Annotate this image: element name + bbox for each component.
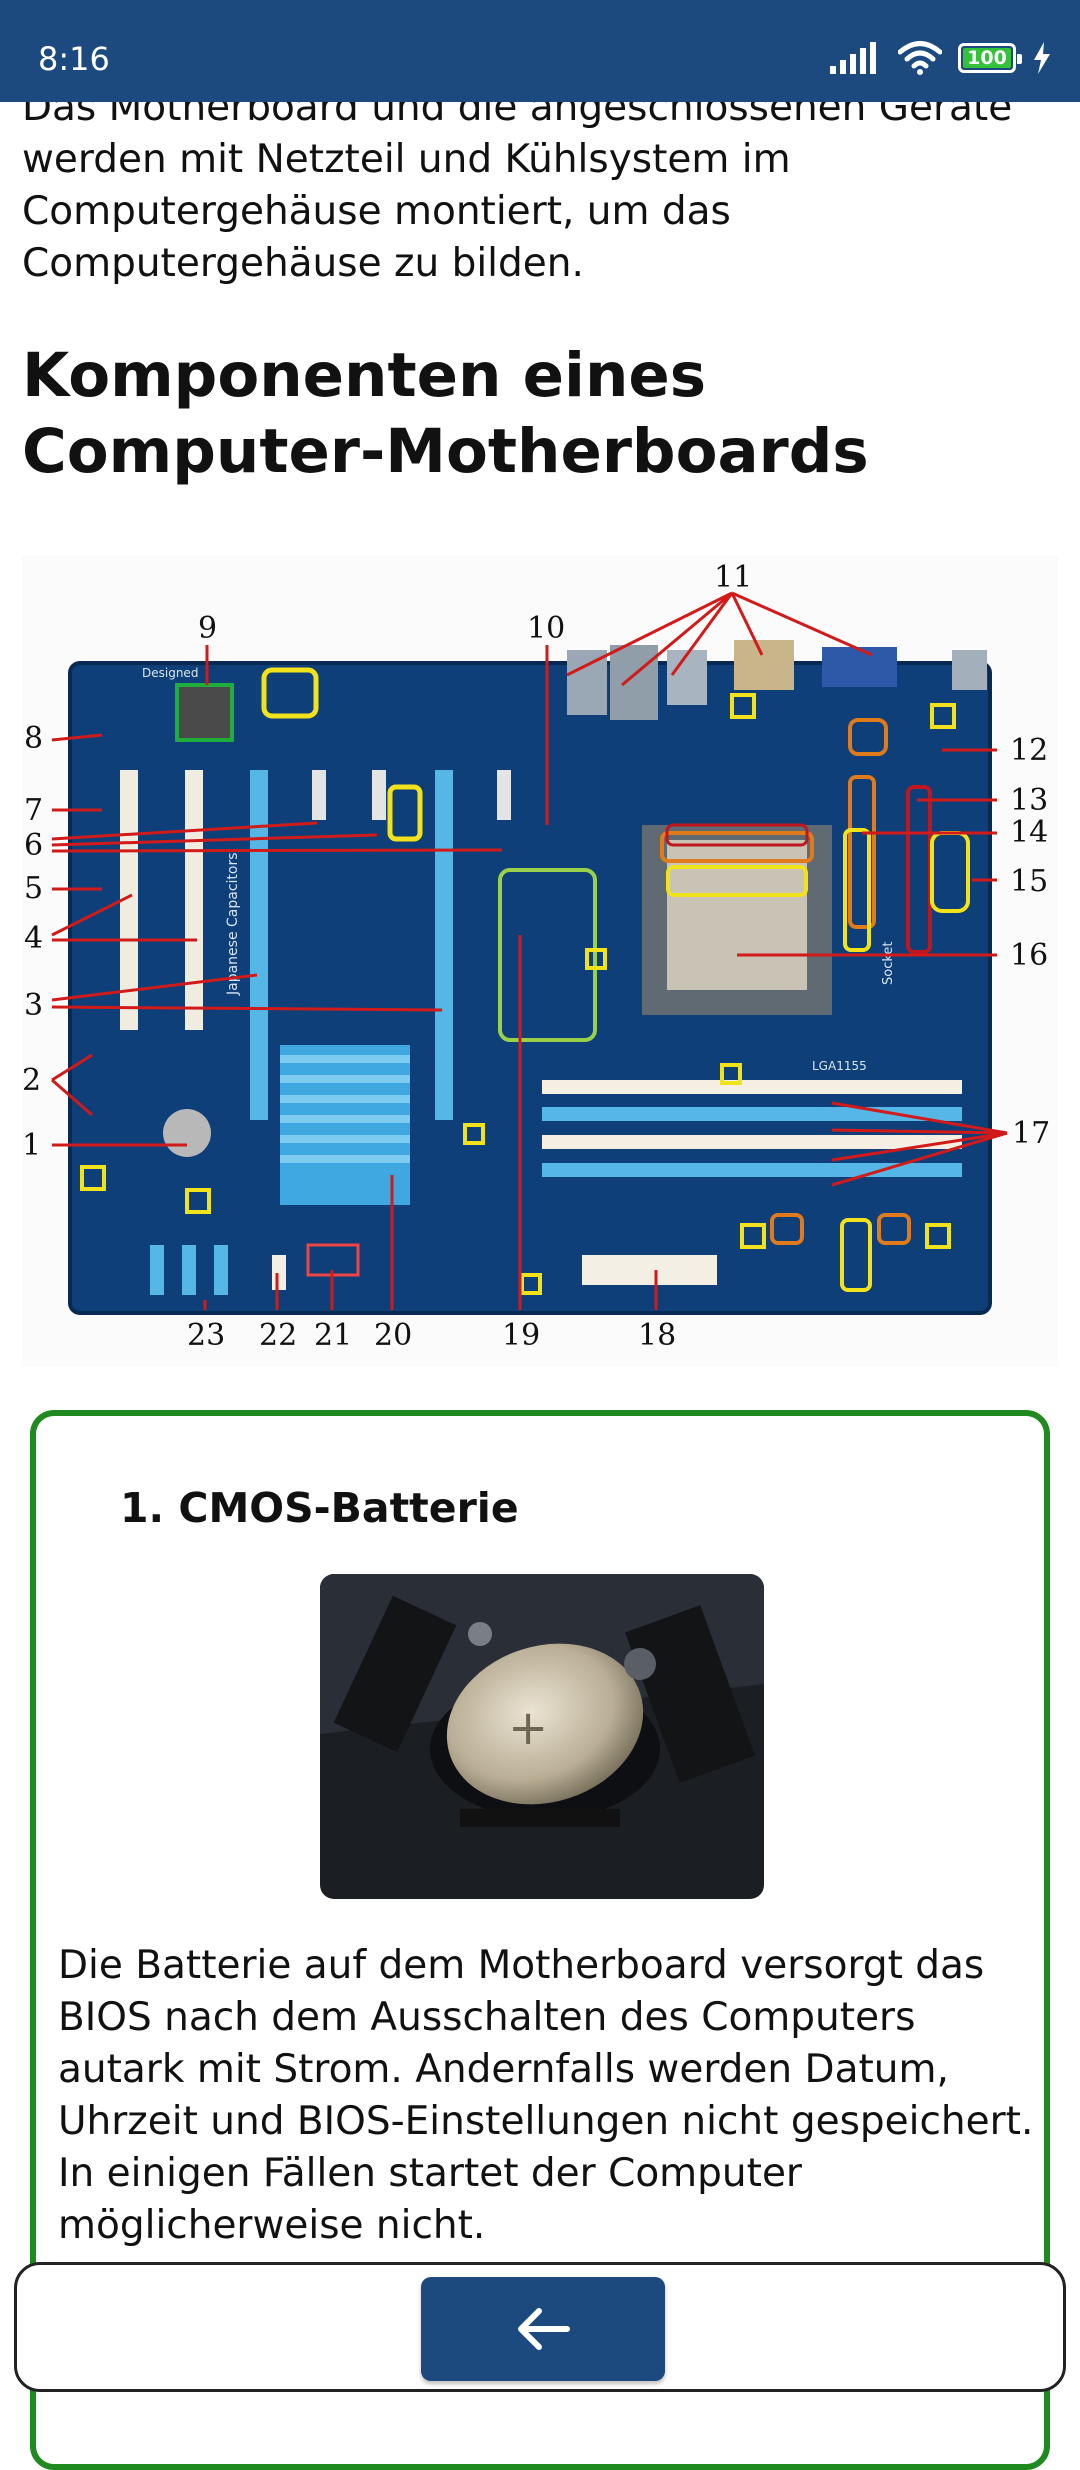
label-16: 16 [1010,938,1048,973]
label-4: 4 [24,921,43,956]
wifi-icon [898,41,942,75]
label-17: 17 [1012,1116,1050,1151]
motherboard-diagram-svg: Japanese Capacitors Socket LGA1155 Desig… [22,560,1050,1353]
label-2: 2 [22,1063,41,1098]
label-10: 10 [527,611,565,646]
status-time: 8:16 [38,40,110,78]
board-text-lga: LGA1155 [812,1059,867,1073]
label-15: 15 [1010,864,1048,899]
label-18: 18 [638,1318,676,1353]
cmos-battery-image: + [320,1574,764,1899]
battery-icon: 100 [958,43,1022,73]
board-text-socket: Socket [881,941,896,985]
back-button[interactable] [421,2277,665,2381]
section-heading: Komponenten eines Computer-Motherboards [22,340,869,487]
label-19: 19 [502,1318,540,1353]
label-1: 1 [22,1128,41,1163]
signal-icon [830,42,876,74]
label-13: 13 [1010,783,1048,818]
label-20: 20 [374,1318,412,1353]
label-23: 23 [187,1318,225,1353]
motherboard-diagram: Japanese Capacitors Socket LGA1155 Desig… [22,555,1058,1367]
label-5: 5 [24,871,43,906]
svg-text:+: + [508,1700,548,1756]
label-7: 7 [24,793,43,828]
label-9: 9 [198,611,217,646]
label-12: 12 [1010,733,1048,768]
label-8: 8 [24,721,43,756]
label-3: 3 [24,988,43,1023]
label-11: 11 [714,560,752,595]
intro-paragraph: Das Motherboard und die angeschlossenen … [22,85,1013,286]
board-text-capacitors: Japanese Capacitors [225,852,241,996]
bottom-nav [14,2262,1066,2392]
battery-level: 100 [967,47,1007,69]
status-bar: 8:16 100 [0,0,1080,102]
card-title: 1. CMOS-Batterie [120,1484,519,1532]
label-21: 21 [314,1318,352,1353]
back-arrow-icon [518,2308,570,2350]
charging-icon [1034,42,1050,74]
label-6: 6 [24,828,43,863]
board-text-designed: Designed [142,666,198,680]
status-icons: 100 [830,40,1052,76]
label-14: 14 [1010,815,1048,850]
card-description: Die Batterie auf dem Motherboard versorg… [58,1943,1034,2248]
label-22: 22 [259,1318,297,1353]
